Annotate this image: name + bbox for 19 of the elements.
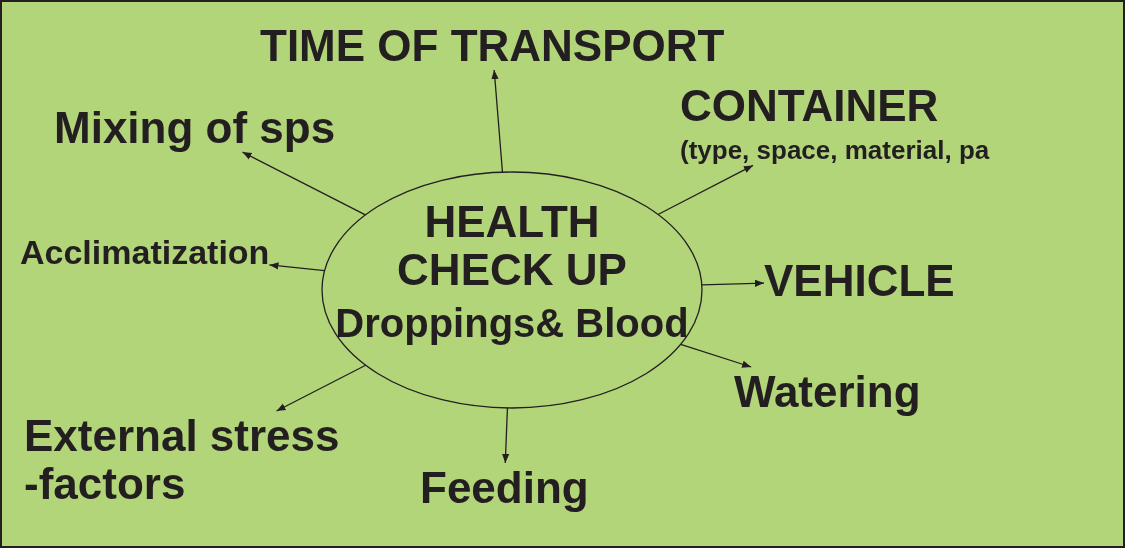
node-label: Mixing of sps [54, 104, 336, 153]
node-label: HEALTH CHECK UP [396, 198, 628, 295]
node-label: Acclimatization [20, 234, 270, 272]
node-subtext: Droppings& Blood [334, 300, 690, 345]
arrow [701, 279, 765, 287]
arrow [680, 343, 752, 368]
node-label: TIME OF TRANSPORT [260, 22, 725, 71]
node-label: External stress -factors [24, 412, 341, 509]
node-label: VEHICLE [764, 257, 955, 306]
arrow [502, 407, 510, 464]
arrow [275, 364, 367, 412]
arrow [491, 69, 504, 173]
arrow [268, 262, 326, 272]
node-subtext: (type, space, material, pa [680, 136, 990, 165]
node-label: Watering [734, 368, 921, 417]
arrow [657, 164, 754, 216]
arrow [241, 151, 367, 216]
node-label: Feeding [420, 464, 589, 513]
node-label: CONTAINER [680, 82, 940, 131]
